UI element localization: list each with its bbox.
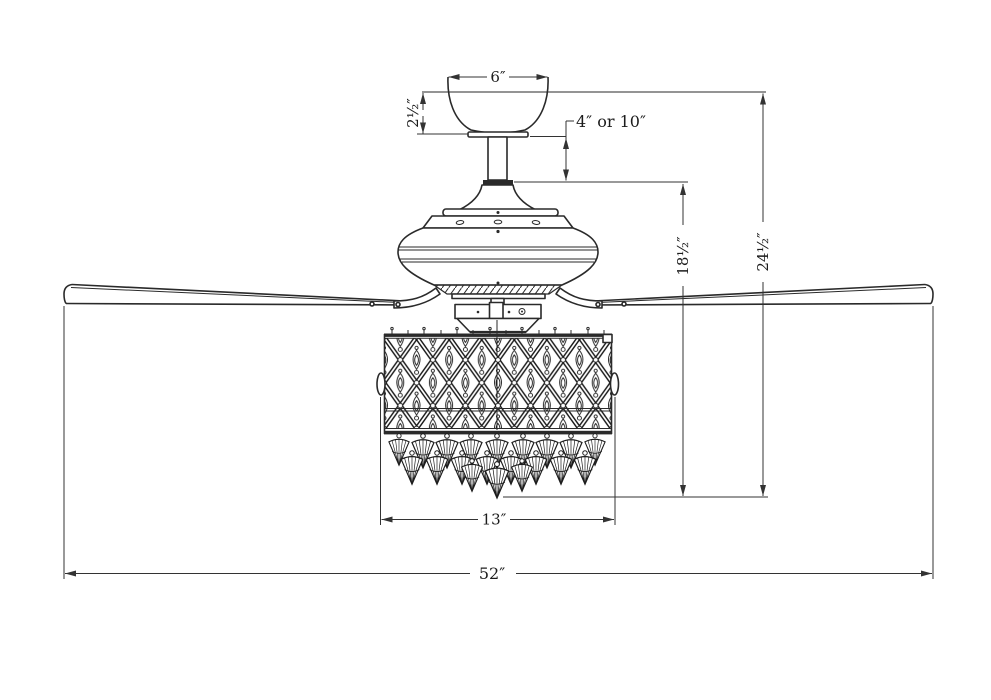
downrod-collar	[483, 180, 513, 185]
overall-height-label: 24½″	[754, 232, 772, 272]
switch-housing	[454, 301, 542, 334]
shade-width-label: 13″	[482, 511, 507, 529]
dimension-canopy-width: 6″	[448, 68, 548, 86]
motor-body	[397, 227, 599, 286]
dimension-downrod-to-bottom: 18½″	[674, 184, 692, 496]
dimension-overall-height: 24½″	[754, 93, 772, 496]
fan-blade-left	[63, 283, 415, 306]
blade-iron-right	[555, 287, 627, 309]
crystal-pendants	[388, 433, 606, 499]
blade-span-label: 52″	[479, 564, 505, 583]
downrod-to-bottom-label: 18½″	[674, 236, 692, 276]
shade-mount-flare	[456, 317, 540, 333]
downrod	[483, 136, 513, 185]
canopy	[447, 76, 549, 138]
pull-chain-switch	[488, 301, 504, 320]
canopy-height-label: 2½″	[404, 98, 422, 128]
canopy-width-label: 6″	[490, 68, 506, 86]
drum-top-rim	[384, 333, 612, 337]
drum-side-finial-right	[609, 372, 620, 396]
drum-lattice	[384, 338, 612, 429]
dimension-downrod-length: 4″ or 10″	[563, 112, 646, 181]
motor-top-band	[422, 215, 574, 229]
blade-iron-left	[369, 287, 441, 309]
drum-clamp	[602, 333, 613, 344]
downrod-length-label: 4″ or 10″	[576, 112, 646, 131]
drum-shade	[376, 320, 620, 435]
drum-top-hooks	[390, 326, 605, 334]
drum-bottom-rim	[384, 430, 612, 435]
dimension-shade-width: 13″	[381, 511, 614, 529]
fan-blade-right	[582, 283, 934, 306]
drum-side-finial-left	[376, 372, 386, 396]
motor-housing	[397, 184, 599, 307]
reference-lines	[63, 133, 934, 579]
motor-cap	[442, 208, 559, 217]
dimension-blade-span: 52″	[65, 564, 932, 583]
motor-vent	[432, 284, 564, 295]
dimension-canopy-height: 2½″	[404, 93, 426, 134]
motor-neck	[458, 184, 537, 211]
